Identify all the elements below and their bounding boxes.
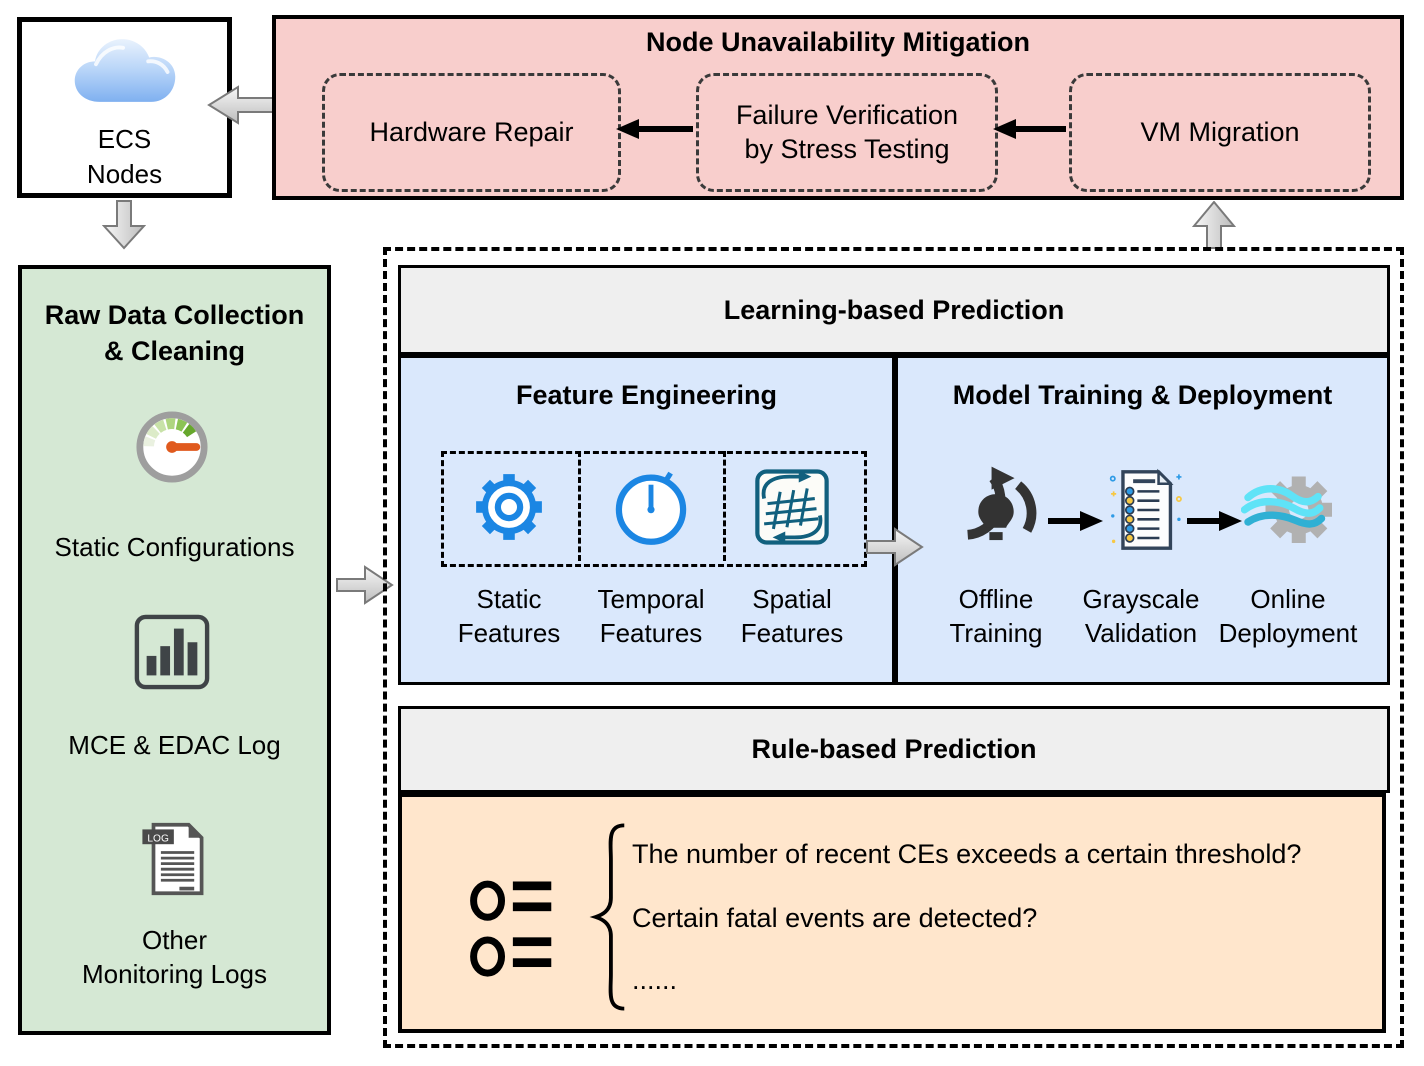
offline-training-icon bbox=[967, 466, 1037, 541]
feature-label: Temporal bbox=[597, 584, 705, 614]
rule-text: The number of recent CEs exceeds a certa… bbox=[632, 839, 1302, 869]
feature-label: Static bbox=[476, 584, 542, 614]
arrow-offline-to-grayscale bbox=[1048, 511, 1103, 531]
step-label: Failure Verification bbox=[735, 99, 959, 130]
feature-engineering-box: Feature Engineering bbox=[398, 355, 895, 685]
step-label: Hardware Repair bbox=[369, 116, 574, 147]
stage-label-line2: Deployment bbox=[1218, 617, 1358, 648]
model-training-deployment-box: Model Training & Deployment bbox=[895, 355, 1390, 685]
rawdata-item-label: Other bbox=[141, 925, 208, 955]
feature-divider bbox=[723, 451, 726, 561]
ecs-label-line1: ECS bbox=[97, 124, 152, 154]
rawdata-item-label-line2: Monitoring Logs bbox=[82, 958, 267, 989]
feature-divider bbox=[578, 451, 581, 561]
rules-list-icon bbox=[470, 880, 552, 977]
deployment-gear-icon bbox=[1241, 476, 1332, 543]
rule-based-prediction-header: Rule-based Prediction bbox=[398, 706, 1390, 793]
rawdata-item-label: MCE & EDAC Log bbox=[68, 730, 281, 760]
rule-based-prediction-box: The number of recent CEs exceeds a certa… bbox=[398, 793, 1386, 1033]
prediction-region-dashed-box bbox=[383, 247, 1404, 1048]
stage-label: Offline bbox=[958, 584, 1034, 614]
arrow-rawdata-to-prediction bbox=[336, 565, 394, 605]
feature-label-line2: Features bbox=[457, 617, 561, 648]
node-unavailability-mitigation-box: Node Unavailability Mitigation Hardware … bbox=[272, 15, 1404, 200]
gauge-icon bbox=[136, 411, 208, 483]
feature-engineering-title: Feature Engineering bbox=[515, 380, 778, 410]
learning-based-prediction-header: Learning-based Prediction bbox=[398, 265, 1390, 355]
ecs-label-line2: Nodes bbox=[86, 159, 163, 190]
stage-label-line2: Validation bbox=[1084, 617, 1198, 648]
gear-icon bbox=[476, 474, 542, 540]
rule-text: ...... bbox=[632, 965, 678, 995]
stopwatch-icon bbox=[615, 471, 687, 545]
ecs-nodes-box: ECS Nodes bbox=[17, 17, 232, 198]
arrow-fv-to-hw bbox=[616, 119, 693, 139]
rule-header-title: Rule-based Prediction bbox=[751, 734, 1037, 764]
arrow-grayscale-to-online bbox=[1187, 511, 1242, 531]
rawdata-item-label: Static Configurations bbox=[54, 532, 295, 562]
learning-header-title: Learning-based Prediction bbox=[723, 294, 1065, 325]
feature-icons-dashed-container bbox=[441, 451, 867, 567]
feature-label: Spatial bbox=[752, 584, 832, 614]
model-training-title: Model Training & Deployment bbox=[952, 380, 1333, 410]
feature-label-line2: Features bbox=[740, 617, 844, 648]
raw-data-collection-box: Raw Data Collection & Cleaning Static Co… bbox=[18, 265, 331, 1035]
arrow-prediction-to-mitigation bbox=[1192, 201, 1236, 249]
hardware-repair-step: Hardware Repair bbox=[322, 73, 621, 192]
vm-migration-step: VM Migration bbox=[1069, 73, 1371, 192]
mitigation-title: Node Unavailability Mitigation bbox=[645, 27, 1031, 57]
stage-label: Online bbox=[1250, 584, 1326, 614]
rawdata-title-line2: & Cleaning bbox=[103, 336, 245, 367]
curly-brace bbox=[589, 823, 625, 1011]
rawdata-title-line1: Raw Data Collection bbox=[44, 300, 305, 330]
step-label-line2: by Stress Testing bbox=[744, 133, 950, 164]
bar-chart-icon bbox=[134, 614, 210, 690]
stage-label-line2: Training bbox=[949, 617, 1043, 648]
arrow-feature-to-model bbox=[866, 527, 924, 567]
log-document-icon: LOG bbox=[142, 822, 204, 896]
checklist-icon bbox=[1109, 468, 1182, 550]
cloud-icon bbox=[74, 39, 175, 102]
spatial-grid-icon bbox=[755, 469, 829, 545]
rule-text: Certain fatal events are detected? bbox=[632, 903, 1038, 933]
arrow-ecs-to-rawdata bbox=[102, 200, 146, 250]
failure-verification-step: Failure Verification by Stress Testing bbox=[696, 73, 998, 192]
step-label: VM Migration bbox=[1140, 116, 1300, 147]
stage-label: Grayscale bbox=[1082, 584, 1200, 614]
arrow-vm-to-fv bbox=[993, 119, 1066, 139]
log-icon-label: LOG bbox=[147, 833, 169, 844]
feature-label-line2: Features bbox=[599, 617, 703, 648]
